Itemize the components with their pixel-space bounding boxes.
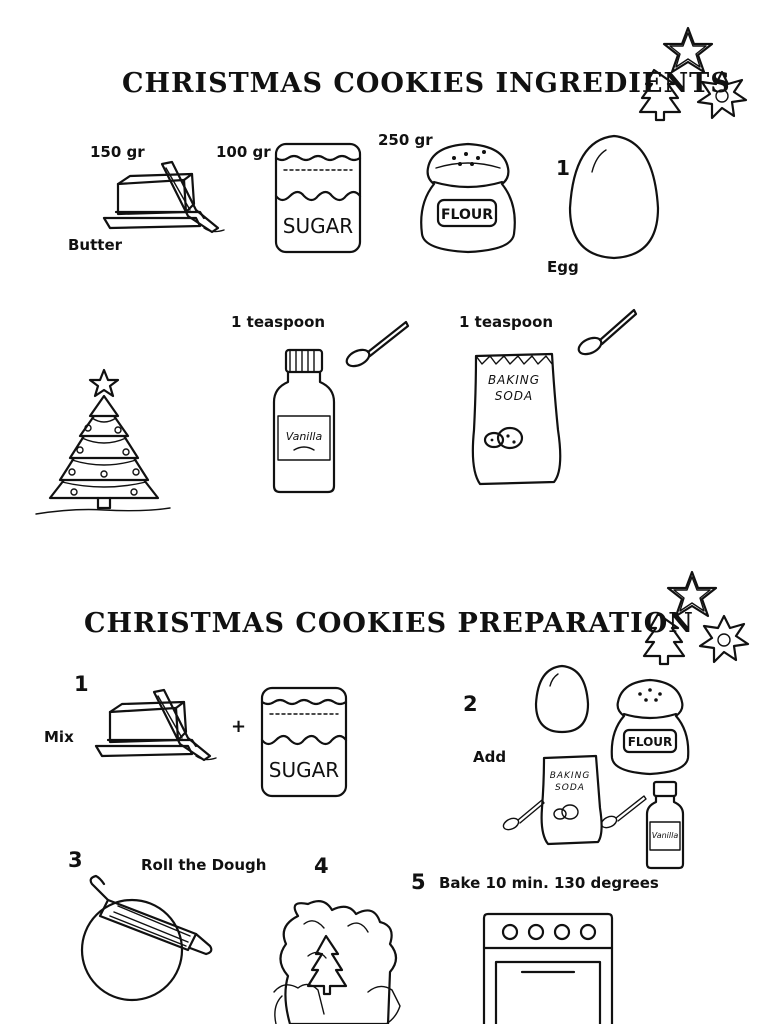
step1-text: Mix [44,728,74,746]
egg-label: Egg [547,258,579,276]
sugar-amount: 100 gr [216,143,271,161]
step2-number: 2 [463,692,478,716]
flour-bag-text: FLOUR [441,207,493,223]
cookie-cutters-icon-2 [642,570,750,666]
baking-soda-text-1: BAKING [488,373,540,387]
christmas-tree-icon [35,368,171,515]
step2-soda-text-2: SODA [555,783,585,793]
spoon-icon-2 [577,308,638,356]
step1-sugar-jar-icon: SUGAR [260,686,348,798]
flour-bag-icon: FLOUR [420,142,516,254]
preparation-title: CHRISTMAS COOKIES PREPARATION [84,608,694,639]
rolling-dough-icon [80,874,213,1002]
step2-soda-text-1: BAKING [550,771,591,781]
step5-text: Bake 10 min. 130 degrees [439,874,659,892]
butter-icon [102,160,225,234]
step1-plus: + [231,716,247,737]
step2-flour-text: FLOUR [628,735,673,749]
sugar-jar-icon: SUGAR [274,142,362,254]
step2-baking-soda-icon: BAKING SODA [540,754,603,846]
step3-number: 3 [68,848,83,872]
cookie-cutters-icon [638,26,748,122]
flour-amount: 250 gr [378,131,433,149]
butter-label: Butter [68,236,123,254]
ingredients-title: CHRISTMAS COOKIES INGREDIENTS [122,68,731,99]
baking-soda-bag-icon: BAKING SODA [471,352,562,486]
step1-number: 1 [74,672,89,696]
sugar-jar-text: SUGAR [283,214,354,238]
step1-butter-icon [94,688,217,762]
vanilla-amount: 1 teaspoon [231,313,326,331]
vanilla-bottle-icon: Vanilla [272,348,336,494]
step2-text: Add [473,748,507,766]
step5-number: 5 [411,870,426,894]
oven-icon [482,912,614,1024]
spoon-icon [345,320,410,368]
step2-vanilla-text: Vanilla [652,831,679,840]
cookie-cutting-icon [273,899,401,1024]
baking-soda-text-2: SODA [495,389,534,403]
step4-number: 4 [314,854,329,878]
baking-soda-amount: 1 teaspoon [459,313,554,331]
step1-sugar-jar-text: SUGAR [269,758,340,782]
butter-amount: 150 gr [90,143,145,161]
egg-amount: 1 [556,156,570,180]
step2-egg-icon [534,664,590,734]
step2-flour-bag-icon: FLOUR [610,678,690,776]
vanilla-bottle-text: Vanilla [286,430,323,443]
egg-icon [568,134,660,260]
step2-spoon-icon-2 [600,795,647,829]
step3-text: Roll the Dough [141,856,267,874]
step2-vanilla-bottle-icon: Vanilla [645,780,685,870]
